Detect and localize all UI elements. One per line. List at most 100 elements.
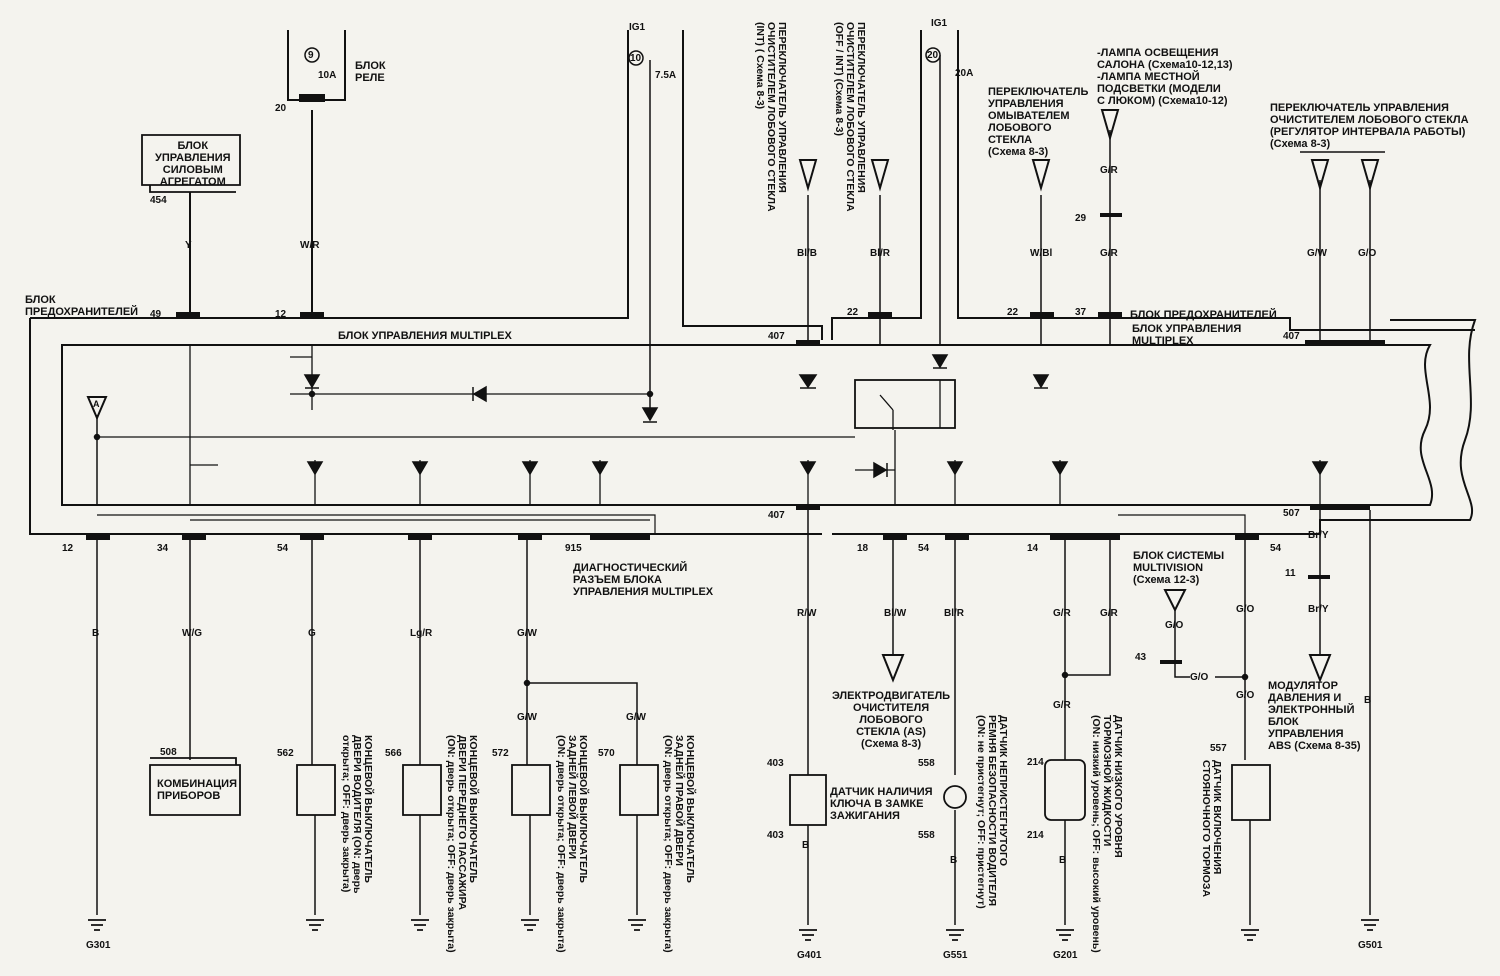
wire-blr-top: Bl/R — [870, 248, 890, 259]
connector-558-a: 558 — [918, 758, 935, 769]
connector-572: 572 — [492, 748, 509, 759]
washer-switch-label: ПЕРЕКЛЮЧАТЕЛЬ УПРАВЛЕНИЯ ОМЫВАТЕЛЕМ ЛОБО… — [988, 86, 1089, 158]
fuse-20-number: 20 — [927, 50, 939, 61]
fuse-10-source: IG1 — [629, 22, 646, 33]
wire-b-2: B — [802, 840, 810, 851]
connector-214-a: 214 — [1027, 757, 1044, 768]
wire-blb: Bl/B — [797, 248, 817, 259]
multiplex-left-label: БЛОК УПРАВЛЕНИЯ MULTIPLEX — [338, 330, 512, 342]
connector-43: 43 — [1135, 652, 1147, 663]
connector-20: 20 — [275, 103, 287, 114]
wire-g: G — [308, 628, 316, 639]
wire-bry-1: Br/Y — [1308, 530, 1329, 541]
passenger-door-switch-label: КОНЦЕВОЙ ВЫКЛЮЧАТЕЛЬ ДВЕРИ ПЕРЕДНЕГО ПАС… — [445, 735, 479, 953]
wire-y: Y — [185, 240, 192, 251]
fuse-block-left-label: БЛОК ПРЕДОХРАНИТЕЛЕЙ — [25, 294, 139, 318]
fuse-9-number: 9 — [308, 50, 314, 61]
fuse-10-number: 10 — [630, 53, 642, 64]
connector-12-bottom: 12 — [62, 543, 74, 554]
lamps-label: -ЛАМПА ОСВЕЩЕНИЯ САЛОНА (Схема10-12,13) … — [1097, 47, 1233, 107]
connector-915: 915 — [565, 543, 582, 554]
connector-22-a: 22 — [847, 307, 859, 318]
connector-54-a: 54 — [277, 543, 289, 554]
connector-403-b: 403 — [767, 830, 784, 841]
diag-connector-label: ДИАГНОСТИЧЕСКИЙ РАЗЪЕМ БЛОКА УПРАВЛЕНИЯ … — [573, 562, 714, 598]
multivision-label: БЛОК СИСТЕМЫ MULTIVISION (Схема 12-3) — [1133, 550, 1225, 586]
wire-wr: W/R — [300, 240, 320, 251]
wire-go-top: G/O — [1358, 248, 1377, 259]
wire-b-3: B — [950, 855, 958, 866]
wire-gw-3: G/W — [626, 712, 646, 723]
connector-566: 566 — [385, 748, 402, 759]
fuse-20-source: IG1 — [931, 18, 948, 29]
wire-b-abs: B — [1364, 695, 1372, 706]
wiper-interval-label: ПЕРЕКЛЮЧАТЕЛЬ УПРАВЛЕНИЯ ОЧИСТИТЕЛЕМ ЛОБ… — [1270, 102, 1469, 150]
ground-g201: G201 — [1053, 950, 1078, 961]
connector-562: 562 — [277, 748, 294, 759]
junction-a: A — [93, 399, 100, 409]
fuse-9-rating: 10A — [318, 70, 337, 81]
wire-go-b3: G/O — [1190, 672, 1209, 683]
fuse-20-rating: 20A — [955, 68, 974, 79]
wire-gr-b2: G/R — [1100, 608, 1118, 619]
wire-blr-bottom: Bl/R — [944, 608, 964, 619]
ground-g301: G301 — [86, 940, 111, 951]
wire-rw: R/W — [797, 608, 817, 619]
seat-belt-sensor-label: ДАТЧИК НЕПРИСТЕГНУТОГО РЕМНЯ БЕЗОПАСНОСТ… — [975, 715, 1009, 909]
connector-18: 18 — [857, 543, 869, 554]
wire-go-b2: G/O — [1165, 620, 1184, 631]
connector-508: 508 — [160, 747, 177, 758]
wire-b-4: B — [1059, 855, 1067, 866]
connector-454: 454 — [150, 195, 167, 206]
connector-570: 570 — [598, 748, 615, 759]
wire-gw-1: G/W — [517, 628, 537, 639]
fuse-block-right-label: БЛОК ПРЕДОХРАНИТЕЛЕЙ — [1130, 309, 1277, 321]
fuse-10-rating: 7.5A — [655, 70, 677, 81]
connector-407-right: 407 — [1283, 331, 1300, 342]
ground-g501: G501 — [1358, 940, 1383, 951]
connector-12-top: 12 — [275, 309, 287, 320]
wire-go-b1: G/O — [1236, 604, 1255, 615]
brake-fluid-sensor-label: ДАТЧИК НИЗКОГО УРОВНЯ ТОРМОЗНОЙ ЖИДКОСТИ… — [1090, 715, 1124, 953]
multiplex-outer-left-top — [30, 30, 629, 319]
wire-gw-2: G/W — [517, 712, 537, 723]
wire-gr-b1: G/R — [1053, 608, 1071, 619]
connector-54-b: 54 — [918, 543, 930, 554]
wire-gr-top1: G/R — [1100, 165, 1118, 176]
cluster-label: КОМБИНАЦИЯ ПРИБОРОВ — [157, 778, 237, 802]
ground-g401: G401 — [797, 950, 822, 961]
connector-29: 29 — [1075, 213, 1087, 224]
wire-go-b4: G/O — [1236, 690, 1255, 701]
abs-label: МОДУЛЯТОР ДАВЛЕНИЯ И ЭЛЕКТРОННЫЙ БЛОК УП… — [1268, 680, 1361, 752]
key-sensor-label: ДАТЧИК НАЛИЧИЯ КЛЮЧА В ЗАМКЕ ЗАЖИГАНИЯ — [830, 786, 933, 822]
wire-wg: W/G — [182, 628, 202, 639]
connector-214-b: 214 — [1027, 830, 1044, 841]
wiper-int-switch-label: ПЕРЕКЛЮЧАТЕЛЬ УПРАВЛЕНИЯ ОЧИСТИТЕЛЕМ ЛОБ… — [754, 22, 788, 212]
connector-49: 49 — [150, 309, 162, 320]
ground-g551: G551 — [943, 950, 968, 961]
connector-37: 37 — [1075, 307, 1087, 318]
driver-door-switch-label: КОНЦЕВОЙ ВЫКЛЮЧАТЕЛЬ ДВЕРИ ВОДИТЕЛЯ (ON:… — [340, 735, 374, 894]
wire-gr-top2: G/R — [1100, 248, 1118, 259]
connector-407-top: 407 — [768, 331, 785, 342]
relay-block-label: БЛОК РЕЛЕ — [355, 60, 386, 84]
connector-34: 34 — [157, 543, 169, 554]
connector-557: 557 — [1210, 743, 1227, 754]
connector-407-bottom: 407 — [768, 510, 785, 521]
wire-lgr: Lg/R — [410, 628, 433, 639]
wire-bry-2: Br/Y — [1308, 604, 1329, 615]
wiper-off-switch-label: ПЕРЕКЛЮЧАТЕЛЬ УПРАВЛЕНИЯ ОЧИСТИТЕЛЕМ ЛОБ… — [833, 22, 867, 212]
connector-403-a: 403 — [767, 758, 784, 769]
wire-b-1: B — [92, 628, 100, 639]
wiper-motor-label: ЭЛЕКТРОДВИГАТЕЛЬ ОЧИСТИТЕЛЯ ЛОБОВОГО СТЕ… — [832, 690, 951, 750]
connector-507: 507 — [1283, 508, 1300, 519]
connector-11: 11 — [1285, 568, 1296, 579]
wire-wbl: W/Bl — [1030, 248, 1053, 259]
wire-gw-top: G/W — [1307, 248, 1327, 259]
connector-558-b: 558 — [918, 830, 935, 841]
ecm-label: БЛОК УПРАВЛЕНИЯ СИЛОВЫМ АГРЕГАТОМ — [155, 140, 231, 188]
wire-blw: Bl/W — [884, 608, 907, 619]
connector-54-c: 54 — [1270, 543, 1282, 554]
multiplex-right-label: БЛОК УПРАВЛЕНИЯ MULTIPLEX — [1132, 323, 1242, 347]
